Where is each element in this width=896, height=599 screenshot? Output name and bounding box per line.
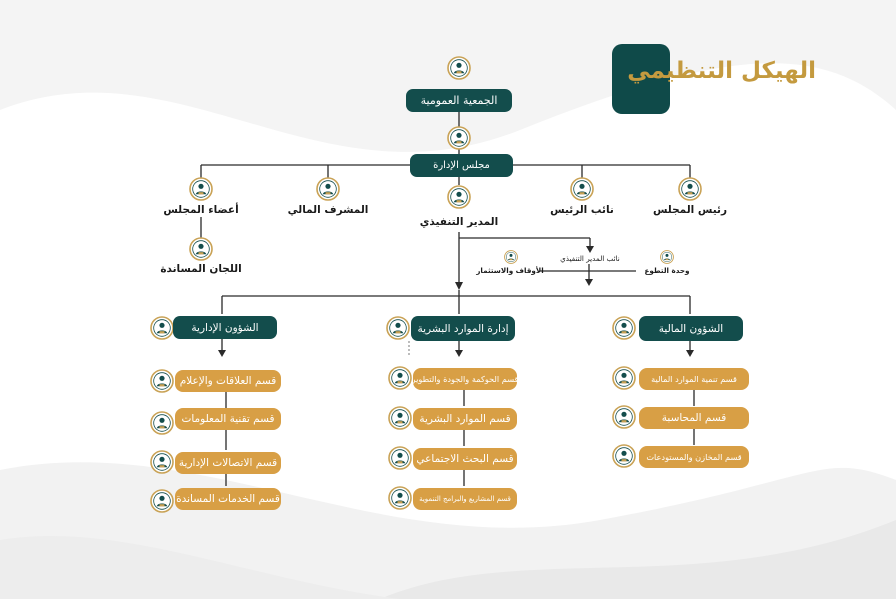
section-box: قسم المحاسبة <box>639 407 749 429</box>
person-badge-icon <box>447 126 471 150</box>
general-assembly-box: الجمعية العمومية <box>406 89 512 112</box>
person-badge-icon <box>612 405 636 429</box>
person-badge-icon <box>504 250 518 264</box>
person-badge-icon <box>386 316 410 340</box>
person-badge-icon <box>189 177 213 201</box>
title-block: الهيكل التنظيمي <box>612 44 822 114</box>
person-badge-icon <box>447 185 471 209</box>
deputy-executive-director-label: نائب المدير التنفيذي <box>560 254 620 263</box>
board-box: مجلس الإدارة <box>410 154 513 177</box>
person-badge-icon <box>612 444 636 468</box>
person-badge-icon <box>189 237 213 261</box>
section-box: قسم تنمية الموارد المالية <box>639 368 749 390</box>
section-box: قسم العلاقات والإعلام <box>175 370 281 392</box>
executive-director-label: المدير التنفيذي <box>419 216 499 228</box>
support-committees-label: اللجان المساندة <box>160 263 242 275</box>
person-badge-icon <box>388 446 412 470</box>
person-badge-icon <box>150 489 174 513</box>
person-badge-icon <box>150 316 174 340</box>
page-title: الهيكل التنظيمي <box>627 58 816 84</box>
person-badge-icon <box>570 177 594 201</box>
title-accent-square <box>612 44 670 114</box>
board-members-label: أعضاء المجلس <box>163 204 239 216</box>
section-box: قسم المشاريع والبرامج التنموية <box>413 488 517 510</box>
person-badge-icon <box>612 366 636 390</box>
section-box: قسم الخدمات المساندة <box>175 488 281 510</box>
section-box: قسم المخازن والمستودعات <box>639 446 749 468</box>
section-box: قسم الموارد البشرية <box>413 408 517 430</box>
person-badge-icon <box>612 316 636 340</box>
person-badge-icon <box>388 406 412 430</box>
financial-supervisor-label: المشرف المالي <box>287 204 369 216</box>
person-badge-icon <box>316 177 340 201</box>
person-badge-icon <box>678 177 702 201</box>
person-badge-icon <box>150 369 174 393</box>
person-badge-icon <box>388 366 412 390</box>
person-badge-icon <box>447 56 471 80</box>
person-badge-icon <box>388 486 412 510</box>
section-box: قسم الحوكمة والجودة والتطوير <box>413 368 517 390</box>
section-box: قسم البحث الاجتماعي <box>413 448 517 470</box>
vice-chairman-label: نائب الرئيس <box>550 204 614 216</box>
person-badge-icon <box>150 411 174 435</box>
person-badge-icon <box>660 250 674 264</box>
endowments-investment-label: الأوقاف والاستثمار <box>476 266 544 275</box>
department-header: إدارة الموارد البشرية <box>411 316 515 341</box>
department-header: الشؤون الإدارية <box>173 316 277 339</box>
volunteering-unit-label: وحدة التطوع <box>644 266 690 275</box>
section-box: قسم الاتصالات الإدارية <box>175 452 281 474</box>
department-header: الشؤون المالية <box>639 316 743 341</box>
person-badge-icon <box>150 450 174 474</box>
chairman-label: رئيس المجلس <box>652 204 728 216</box>
section-box: قسم تقنية المعلومات <box>175 408 281 430</box>
